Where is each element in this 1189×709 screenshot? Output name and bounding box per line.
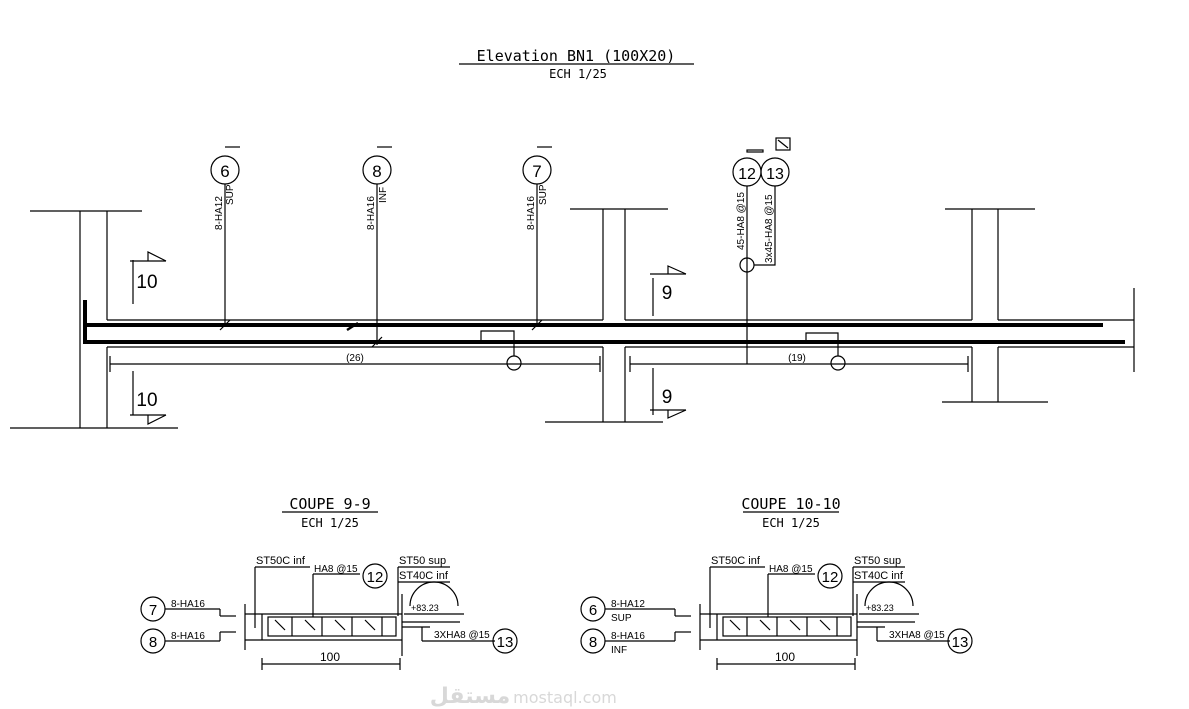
top-pos-label: SUP: [611, 613, 632, 624]
bar-mark-position: SUP: [538, 184, 549, 205]
section-title: COUPE 10-10: [741, 495, 840, 513]
ties-label: 3XHA8 @15: [434, 630, 490, 641]
ties-mark: 13: [497, 634, 514, 651]
stirrup-hatch: [304, 619, 316, 631]
bar-mark-bars: 3x45-HA8 @15: [764, 194, 775, 263]
bar-mark-8: 8 8-HA16 INF: [362, 155, 392, 230]
section-mark-10-top: 10: [136, 272, 157, 293]
watermark-logo: مستقل: [430, 684, 510, 709]
stirrup-hatch: [364, 619, 376, 631]
st-inf2-label: ST40C inf: [399, 570, 449, 582]
bar-mark-6: 6 8-HA12 SUP: [210, 155, 240, 230]
stirrup-outline: [722, 616, 852, 637]
ties-mark: 13: [952, 634, 969, 651]
section-mark-9-bottom: 9: [662, 387, 673, 408]
bar-mark-number: 8: [372, 162, 381, 181]
top-bar-mark: 7: [149, 602, 157, 619]
top-bars-label: 8-HA12: [611, 599, 645, 610]
bar-mark-bars: 45-HA8 @15: [736, 192, 747, 250]
bottom-pos-label: INF: [611, 645, 627, 656]
st-inf-label: ST50C inf: [256, 555, 306, 567]
bar-mark-number: 12: [738, 166, 756, 183]
stirrup-hatch: [819, 619, 831, 631]
section-scale: ECH 1/25: [301, 516, 359, 530]
stirrup-mark-circle: [362, 563, 388, 589]
stirrup-mark-circle: [817, 563, 843, 589]
stirrup-hatch: [759, 619, 771, 631]
bar-mark-number: 7: [532, 162, 541, 181]
st-sup-label: ST50 sup: [399, 555, 446, 567]
section-scale: ECH 1/25: [762, 516, 820, 530]
bar-mark-7: 7 8-HA16 SUP: [522, 155, 552, 230]
section-title: COUPE 9-9: [289, 495, 370, 513]
st-sup-label: ST50 sup: [854, 555, 901, 567]
stirrup-mark: 12: [822, 569, 839, 586]
span-length-2: (19): [788, 353, 806, 364]
section-mark-10-bottom: 10: [136, 390, 157, 411]
ties-mark-circle: [492, 628, 518, 654]
section-width: 100: [320, 650, 340, 664]
section-mark-9-top: 9: [662, 283, 673, 304]
stirrup-label: HA8 @15: [314, 564, 358, 575]
bar-mark-number: 6: [220, 162, 229, 181]
stirrup-hatch: [274, 619, 286, 631]
bottom-bars-label: 8-HA16: [611, 631, 645, 642]
st-inf2-label: ST40C inf: [854, 570, 904, 582]
ties-label: 3XHA8 @15: [889, 630, 945, 641]
top-rebar: [83, 300, 1103, 327]
level-label: +83.23: [866, 603, 894, 613]
stirrup-mark: 12: [367, 569, 384, 586]
watermark: mostaql.com: [513, 688, 617, 707]
st-inf-label: ST50C inf: [711, 555, 761, 567]
top-bars-label: 8-HA16: [171, 599, 205, 610]
level-label: +83.23: [411, 603, 439, 613]
bar-mark-position: SUP: [225, 184, 236, 205]
bottom-rebar: [83, 325, 1125, 344]
elevation-scale: ECH 1/25: [549, 67, 607, 81]
stirrup-outline: [267, 616, 397, 637]
bar-mark-position: INF: [378, 187, 389, 203]
elevation-title: Elevation BN1 (100X20): [477, 47, 676, 65]
bar-mark-13: 13 3x45-HA8 @15: [760, 157, 790, 263]
bar-mark-bars: 8-HA16: [366, 196, 377, 230]
stirrup-hatch: [729, 619, 741, 631]
bar-mark-number: 13: [766, 166, 784, 183]
bar-mark-bars: 8-HA12: [214, 196, 225, 230]
level-arc: [409, 581, 459, 607]
span-length-1: (26): [346, 353, 364, 364]
top-bar-mark: 6: [589, 602, 597, 619]
stirrup-hatch: [789, 619, 801, 631]
elevation-drawing: [10, 137, 1135, 429]
bottom-bars-label: 8-HA16: [171, 631, 205, 642]
ties-mark-circle: [947, 628, 973, 654]
bar-mark-bars: 8-HA16: [526, 196, 537, 230]
bottom-bar-mark: 8: [149, 634, 157, 651]
level-arc: [864, 581, 914, 607]
section-width: 100: [775, 650, 795, 664]
bottom-bar-mark: 8: [589, 634, 597, 651]
stirrup-label: HA8 @15: [769, 564, 813, 575]
stirrup-hatch: [334, 619, 346, 631]
